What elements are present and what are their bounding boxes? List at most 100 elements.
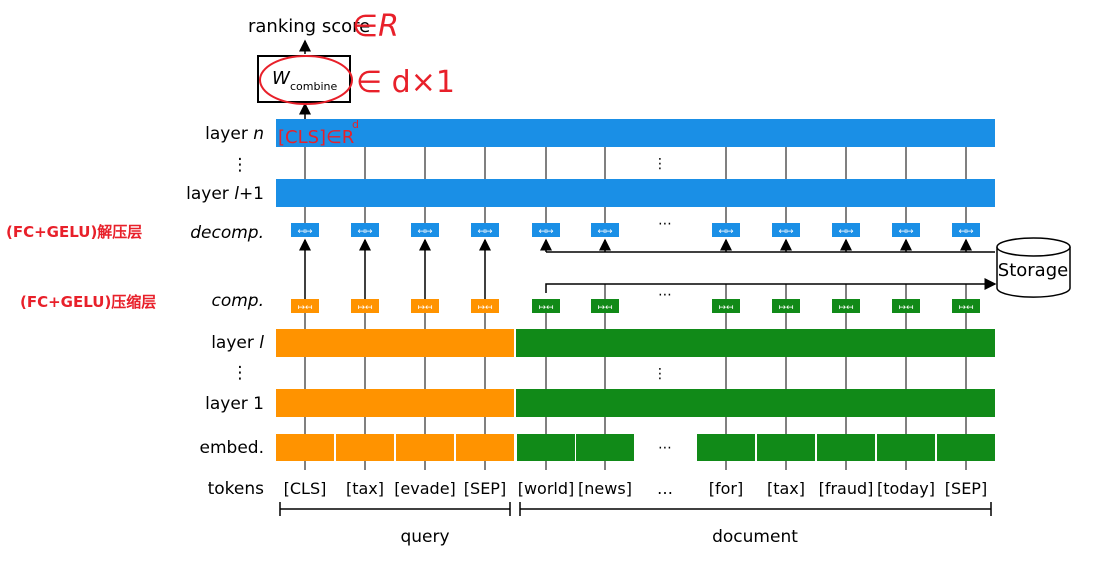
token-labels: [CLS] [tax] [evade] [SEP] [world][news] … [for…	[284, 479, 988, 498]
token-columns: ↤↦ ↦↤ ↤↦ ↦↤ ↤↦ ↦↤ ↤↦ ↦↤ ↤↦ ↦↤ ↤↦ ↦↤ ↤↦ ↦↤ ↤↦ ↦↤ ↤↦ ↦↤ ↤↦ ↦↤…	[276, 147, 995, 470]
ranking-score-label: ranking score	[248, 16, 370, 37]
comp-node: ↦↤	[291, 299, 319, 313]
ellipsis-comp-row: ⋯	[658, 287, 672, 303]
row-label-layer-l-plus-1: layer l+1	[186, 184, 264, 204]
comp-node: ↦↤	[952, 299, 980, 313]
row-label-decomp: decomp.	[190, 223, 264, 243]
annotation-circle-w-combine	[259, 55, 353, 105]
token-label: [CLS]	[284, 479, 327, 498]
token-label: [today]	[877, 479, 935, 498]
annotation-decomp-note: (FC+GELU)解压层	[6, 223, 142, 241]
token-label: [tax]	[767, 479, 805, 498]
decomp-node: ↤↦	[952, 223, 980, 237]
token-label: …	[657, 479, 673, 498]
embed-block	[396, 434, 454, 461]
svg-text:↦↤: ↦↤	[838, 303, 853, 313]
svg-text:↤↦: ↤↦	[538, 227, 553, 237]
token-label: [for]	[709, 479, 743, 498]
row-label-vdots-top: ⋮	[232, 155, 249, 175]
embed-block	[456, 434, 514, 461]
document-bracket	[519, 502, 992, 516]
storage-cylinder: Storage	[996, 237, 1071, 298]
svg-text:↤↦: ↤↦	[297, 227, 312, 237]
svg-text:↦↤: ↦↤	[297, 303, 312, 313]
embed-block	[276, 434, 334, 461]
svg-text:↤↦: ↤↦	[597, 227, 612, 237]
svg-text:↤↦: ↤↦	[477, 227, 492, 237]
comp-to-storage-line	[545, 278, 997, 293]
svg-text:↦↤: ↦↤	[417, 303, 432, 313]
row-label-tokens: tokens	[208, 479, 265, 499]
annotation-comp-note: (FC+GELU)压缩层	[20, 293, 156, 311]
layer-l-document-bar	[516, 329, 995, 357]
svg-text:↤↦: ↤↦	[958, 227, 973, 237]
comp-node: ↦↤	[532, 299, 560, 313]
comp-node: ↦↤	[591, 299, 619, 313]
svg-text:↦↤: ↦↤	[778, 303, 793, 313]
decomp-node: ↤↦	[532, 223, 560, 237]
ellipsis-decomp-row: ⋯	[658, 216, 672, 232]
storage-label: Storage	[998, 260, 1068, 281]
annotation-cls-dim: [CLS]∈R	[278, 127, 354, 148]
comp-node: ↦↤	[712, 299, 740, 313]
embed-block	[817, 434, 875, 461]
layer-n-bar	[276, 119, 995, 147]
svg-text:↤↦: ↤↦	[778, 227, 793, 237]
row-label-layer-n: layer n	[205, 124, 264, 144]
embed-block	[576, 434, 634, 461]
token-label: [evade]	[394, 479, 456, 498]
annotation-score-set: ∈R	[352, 9, 399, 44]
embed-block	[877, 434, 935, 461]
token-label: [fraud]	[819, 479, 874, 498]
ellipsis-embed-row: ⋯	[658, 440, 672, 456]
comp-node: ↦↤	[351, 299, 379, 313]
row-label-vdots-bottom: ⋮	[232, 363, 249, 383]
comp-node: ↦↤	[411, 299, 439, 313]
decomp-node: ↤↦	[351, 223, 379, 237]
decomp-node: ↤↦	[471, 223, 499, 237]
comp-node: ↦↤	[772, 299, 800, 313]
query-bracket	[279, 502, 511, 516]
svg-text:↦↤: ↦↤	[898, 303, 913, 313]
embed-block	[697, 434, 755, 461]
layer-l-plus-1-bar	[276, 179, 995, 207]
svg-text:↤↦: ↤↦	[718, 227, 733, 237]
svg-text:↦↤: ↦↤	[538, 303, 553, 313]
layer-l-query-bar	[276, 329, 514, 357]
row-label-layer-l: layer l	[211, 333, 264, 353]
ellipsis-vertical-upper: ⋮	[653, 156, 667, 172]
row-label-layer-1: layer 1	[205, 394, 264, 414]
svg-text:↦↤: ↦↤	[597, 303, 612, 313]
w-combine-subscript: combine	[290, 80, 338, 93]
token-label: [tax]	[346, 479, 384, 498]
decomp-node: ↤↦	[411, 223, 439, 237]
decomp-node: ↤↦	[712, 223, 740, 237]
token-label: [news]	[578, 479, 632, 498]
embed-block	[336, 434, 394, 461]
comp-node: ↦↤	[832, 299, 860, 313]
embed-block	[517, 434, 575, 461]
annotation-cls-superscript: d	[352, 118, 359, 131]
token-label: [SEP]	[945, 479, 987, 498]
embed-block	[757, 434, 815, 461]
layer-1-query-bar	[276, 389, 514, 417]
row-label-embed: embed.	[200, 438, 264, 458]
comp-node: ↦↤	[892, 299, 920, 313]
layer-1-document-bar	[516, 389, 995, 417]
svg-text:↦↤: ↦↤	[477, 303, 492, 313]
decomp-node: ↤↦	[832, 223, 860, 237]
token-label: [SEP]	[464, 479, 506, 498]
token-label: [world]	[518, 479, 575, 498]
w-combine-symbol: W	[272, 68, 291, 89]
decomp-node: ↤↦	[892, 223, 920, 237]
query-label: query	[400, 527, 449, 547]
decomp-node: ↤↦	[772, 223, 800, 237]
annotation-combine-dim: ∈ d×1	[356, 65, 455, 100]
comp-node: ↦↤	[471, 299, 499, 313]
svg-text:↦↤: ↦↤	[357, 303, 372, 313]
svg-text:↤↦: ↤↦	[898, 227, 913, 237]
svg-text:↦↤: ↦↤	[718, 303, 733, 313]
decomp-node: ↤↦	[291, 223, 319, 237]
